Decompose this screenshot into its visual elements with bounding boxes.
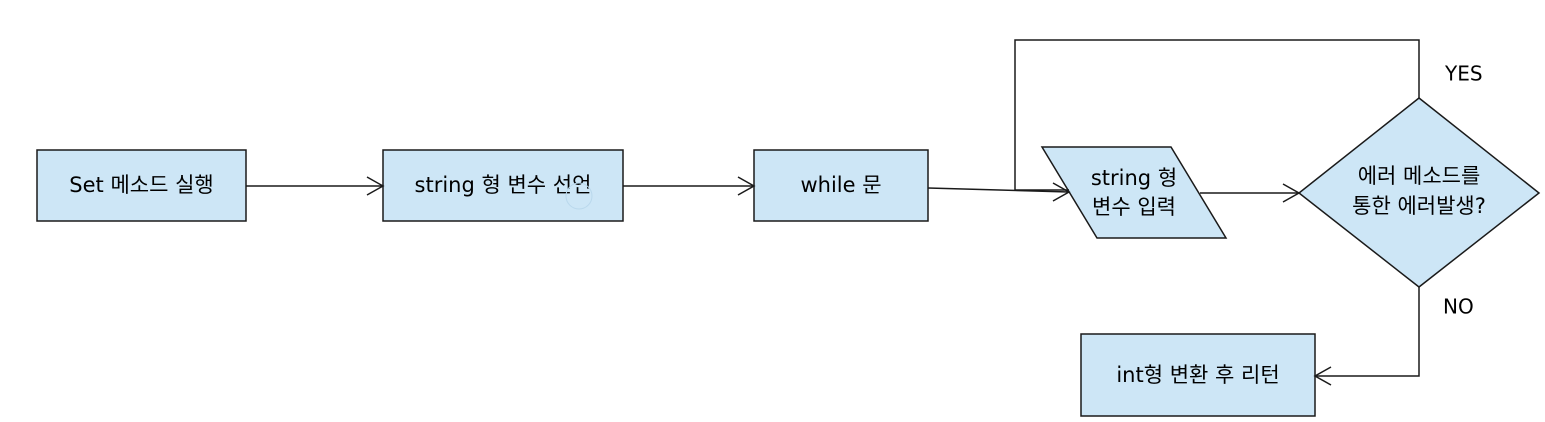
edge-label-no: NO xyxy=(1443,295,1474,319)
node-declare-label: string 형 변수 선언 xyxy=(415,173,592,197)
node-return: int형 변환 후 리턴 xyxy=(1080,333,1316,417)
node-start-box xyxy=(36,149,247,222)
edge-yes-loop xyxy=(1014,39,1420,191)
arrowhead-loop xyxy=(737,176,756,196)
node-loop-box xyxy=(753,149,929,222)
arrowhead-input xyxy=(1052,182,1071,202)
node-input-shape xyxy=(1040,146,1228,239)
edge-no-return xyxy=(1315,287,1420,377)
arrowhead-decision xyxy=(1282,183,1301,203)
arrowhead-declare xyxy=(366,176,385,196)
node-input-line2: 변수 입력 xyxy=(1092,195,1176,219)
node-input: string 형 변수 입력 xyxy=(1040,146,1228,239)
node-input-line1: string 형 xyxy=(1091,166,1177,190)
node-return-box xyxy=(1080,333,1316,417)
cursor-ring xyxy=(565,182,593,210)
node-start-label: Set 메소드 실행 xyxy=(69,173,213,197)
node-loop-label: while 문 xyxy=(800,173,881,197)
arrowhead-return xyxy=(1313,366,1332,386)
edge-label-yes: YES xyxy=(1444,62,1483,86)
node-decision-line2: 통한 에러발생? xyxy=(1352,194,1486,218)
node-start: Set 메소드 실행 xyxy=(36,149,247,222)
node-decision-line1: 에러 메소드를 xyxy=(1358,164,1481,188)
edge-loop-input xyxy=(927,187,1070,193)
node-declare: string 형 변수 선언 xyxy=(382,149,624,222)
node-loop: while 문 xyxy=(753,149,929,222)
node-return-label: int형 변환 후 리턴 xyxy=(1116,363,1279,387)
node-declare-box xyxy=(382,149,624,222)
node-decision: 에러 메소드를 통한 에러발생? xyxy=(1297,97,1541,288)
node-decision-shape xyxy=(1297,97,1541,288)
